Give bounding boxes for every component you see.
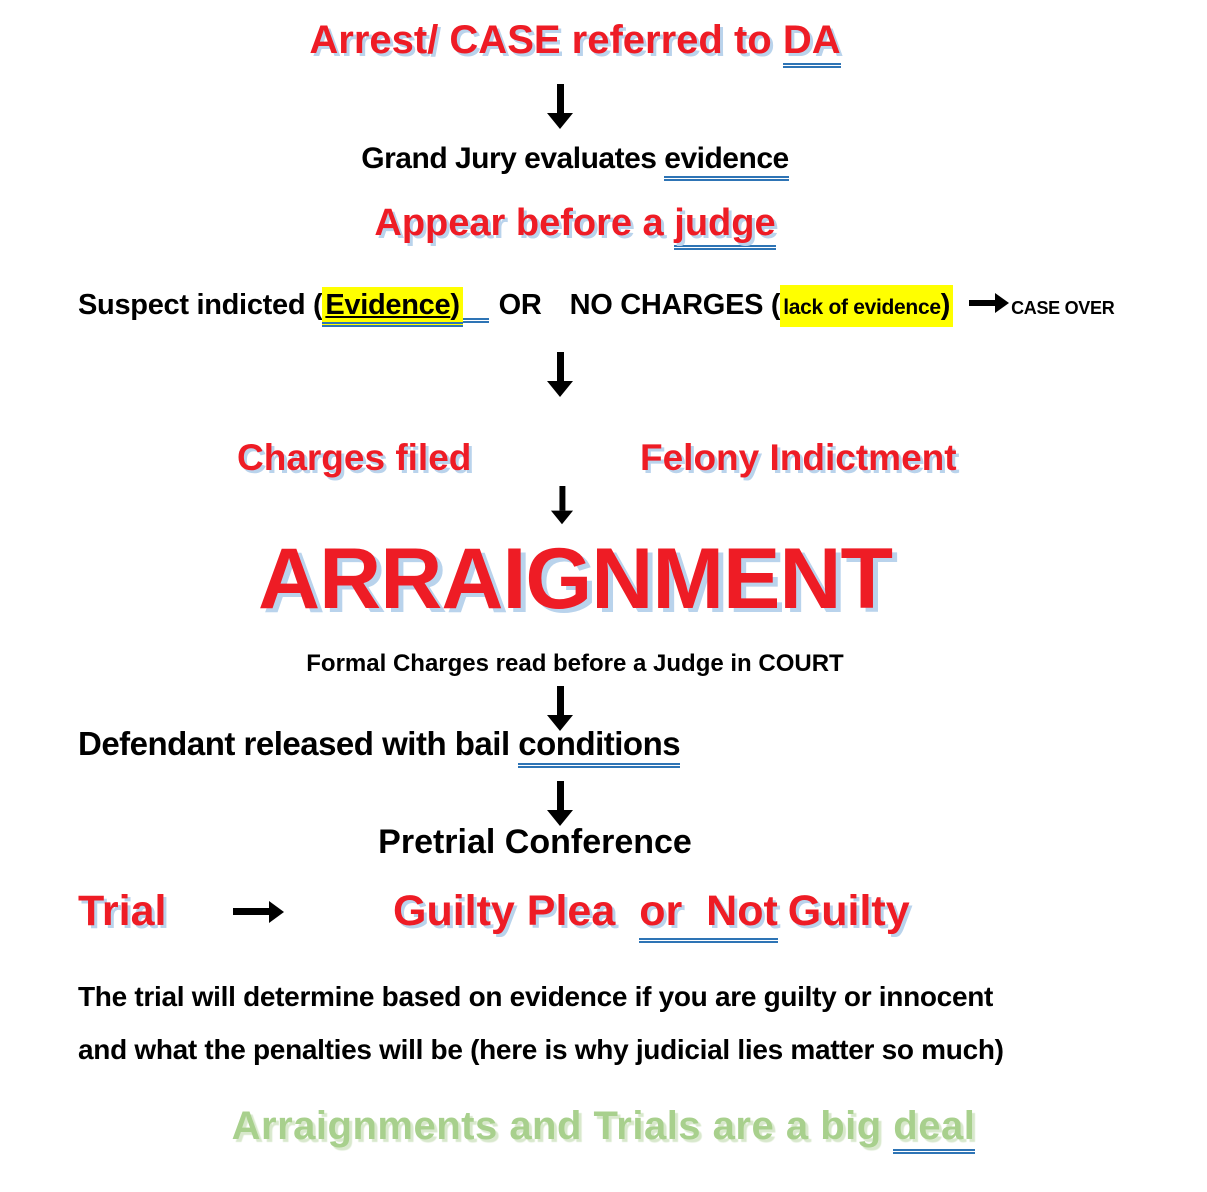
charges-filed-branch: Charges filed — [237, 437, 472, 478]
judge-underlined-term: judge — [674, 202, 776, 250]
guilty-text: Guilty — [787, 887, 910, 935]
right-arrow-icon — [969, 300, 996, 307]
appear-before-judge-step: Appear before a judge — [0, 201, 1150, 250]
case-over-label: CASE OVER — [1011, 298, 1115, 318]
lack-close-paren: ) — [940, 289, 951, 321]
felony-indictment-branch: Felony Indictment — [640, 437, 957, 478]
evidence-highlight: Evidence) — [322, 287, 463, 327]
arraignment-heading: ARRAIGNMENT — [258, 531, 893, 627]
lack-of-evidence-word: lack of evidence — [783, 296, 941, 319]
down-arrow-icon — [547, 352, 573, 397]
trial-note-line2: and what the penalties will be (here is … — [78, 1034, 1004, 1065]
right-arrow-icon — [233, 908, 269, 915]
guilty-plea-text: Guilty Plea — [393, 887, 616, 935]
trial-note-line1: The trial will determine based on eviden… — [78, 981, 994, 1012]
down-arrow-icon — [547, 781, 573, 826]
grand-jury-step: Grand Jury evaluates evidence — [0, 141, 1150, 181]
appear-text: Appear before a — [374, 202, 675, 244]
arraignment-subtext: Formal Charges read before a Judge in CO… — [306, 650, 844, 677]
suspect-indicted-text: Suspect indicted ( — [78, 289, 323, 321]
down-arrow-icon — [547, 686, 573, 731]
or-not-underlined-text: or Not — [639, 887, 778, 943]
bail-conditions-step: Defendant released with bail conditions — [78, 724, 681, 768]
pretrial-conference-step: Pretrial Conference — [378, 823, 692, 861]
down-arrow-icon — [550, 486, 574, 525]
evidence-highlight-word: Evidence — [325, 289, 451, 321]
bail-text: Defendant released with bail — [78, 725, 519, 762]
flow-title: Arrest/ CASE referred to DA — [0, 16, 1150, 68]
grand-jury-text: Grand Jury evaluates — [361, 142, 665, 175]
no-charges-text: NO CHARGES ( — [569, 289, 781, 321]
footer-note: Arraignments and Trials are a big deal — [0, 1102, 1207, 1154]
evidence-close-paren: ) — [450, 289, 460, 321]
footer-text: Arraignments and Trials are a big — [231, 1104, 894, 1148]
deal-underlined-term: deal — [893, 1104, 976, 1154]
trial-label: Trial — [78, 887, 167, 935]
lack-of-evidence-highlight: lack of evidence) — [780, 285, 954, 327]
underline-extension — [462, 284, 489, 323]
or-label: OR — [498, 289, 542, 321]
down-arrow-icon — [547, 84, 573, 129]
indictment-branch-row: Suspect indicted (Evidence) OR NO CHARGES … — [78, 284, 1115, 327]
da-underlined-term: DA — [782, 18, 841, 68]
evidence-underlined-term: evidence — [664, 142, 789, 181]
flow-title-text: Arrest/ CASE referred to — [309, 18, 783, 62]
conditions-underlined-term: conditions — [518, 725, 681, 768]
